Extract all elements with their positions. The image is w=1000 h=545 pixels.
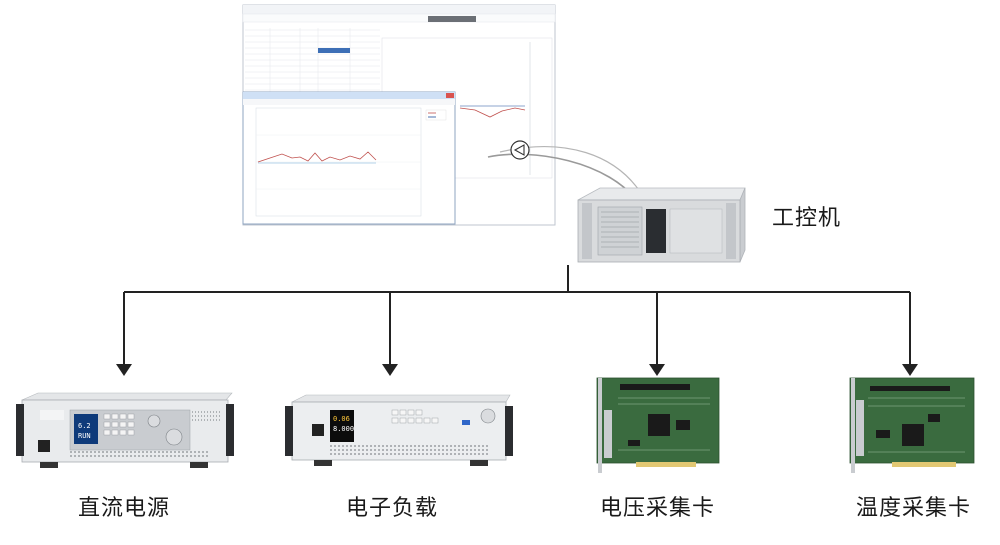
- arrow-voltage-card: [649, 364, 665, 376]
- cable: [487, 140, 649, 206]
- label-dc-supply: 直流电源: [78, 496, 171, 521]
- arrow-temp-card: [902, 364, 918, 376]
- label-e-load: 电子负载: [346, 496, 439, 521]
- label-temp-card: 温度采集卡: [856, 496, 972, 521]
- dc-supply-device: 6.2 RUN: [16, 392, 234, 468]
- svg-text:6.2: 6.2: [78, 422, 91, 430]
- svg-text:8.000: 8.000: [333, 425, 354, 433]
- label-ipc: 工控机: [772, 206, 842, 231]
- svg-text:0.06: 0.06: [333, 415, 350, 423]
- arrow-e-load: [382, 364, 398, 376]
- temp-card-device: [849, 377, 975, 473]
- e-load-device: 0.06 8.000: [285, 394, 513, 466]
- voltage-card-device: [596, 377, 720, 473]
- arrow-dc-supply: [116, 364, 132, 376]
- label-voltage-card: 电压采集卡: [600, 496, 716, 521]
- ipc-chassis: [577, 187, 746, 263]
- software-window-front: [242, 91, 456, 225]
- svg-text:RUN: RUN: [78, 432, 91, 440]
